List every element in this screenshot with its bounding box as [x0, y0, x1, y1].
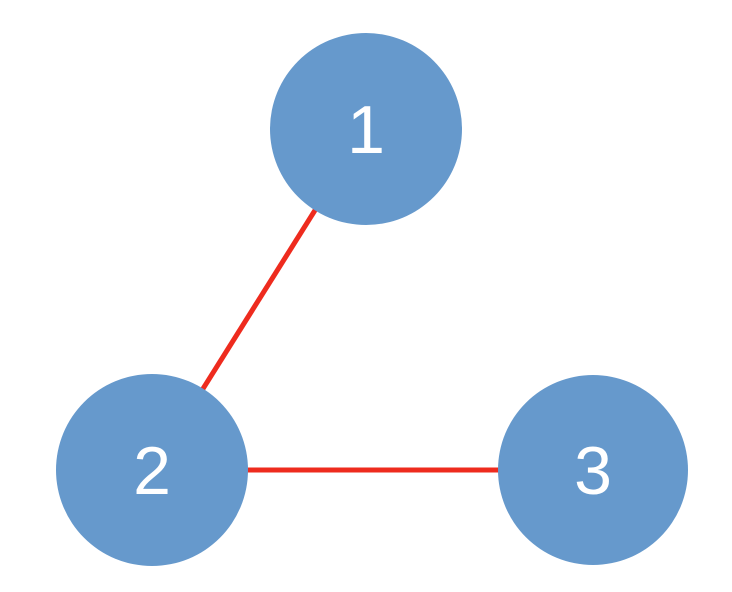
node-label-1: 1	[347, 92, 385, 168]
node-circle-3[interactable]	[498, 375, 688, 565]
node-circle-1[interactable]	[270, 33, 462, 225]
node-circle-2[interactable]	[56, 374, 248, 566]
graph-node-3[interactable]: 3	[498, 375, 688, 565]
node-label-2: 2	[133, 433, 171, 509]
graph-node-1[interactable]: 1	[270, 33, 462, 225]
nodes-layer: 1 2 3	[56, 33, 688, 566]
node-label-3: 3	[574, 433, 612, 509]
graph-node-2[interactable]: 2	[56, 374, 248, 566]
